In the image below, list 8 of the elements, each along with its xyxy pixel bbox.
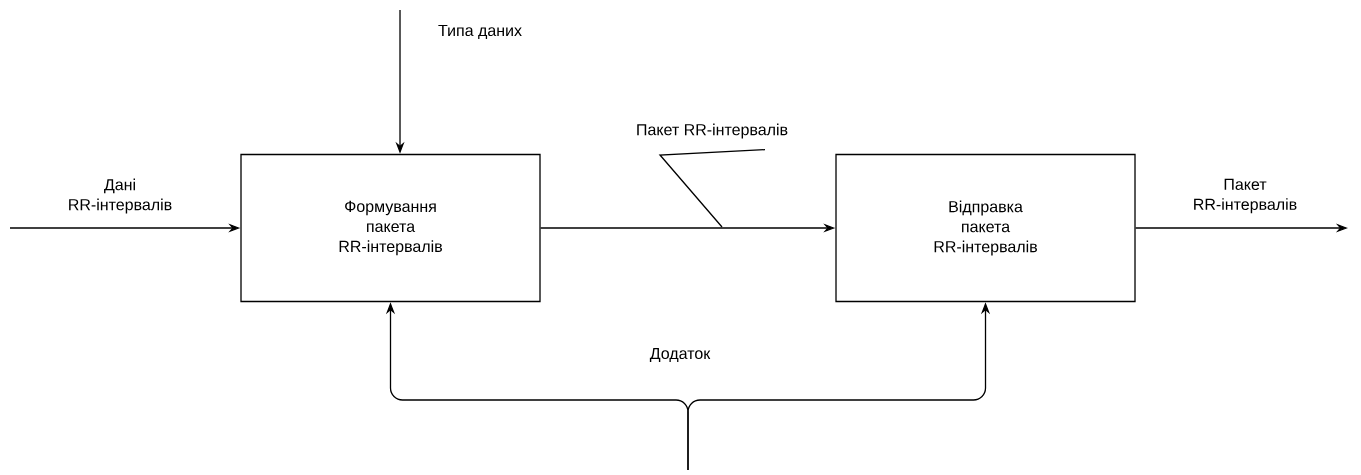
- leader-line: [658, 149, 766, 228]
- edge-label: Пакет RR-інтервалів: [1179, 177, 1311, 215]
- process-box: Відправка пакета RR-інтервалів: [835, 153, 1136, 303]
- edge-label: Додаток: [648, 346, 712, 364]
- flow-label: Пакет RR-інтервалів: [637, 123, 788, 139]
- edge-label: Дані RR-інтервалів: [54, 177, 186, 215]
- process-box: Формування пакета RR-інтервалів: [240, 153, 541, 303]
- edge-label: Типа даних: [437, 23, 523, 41]
